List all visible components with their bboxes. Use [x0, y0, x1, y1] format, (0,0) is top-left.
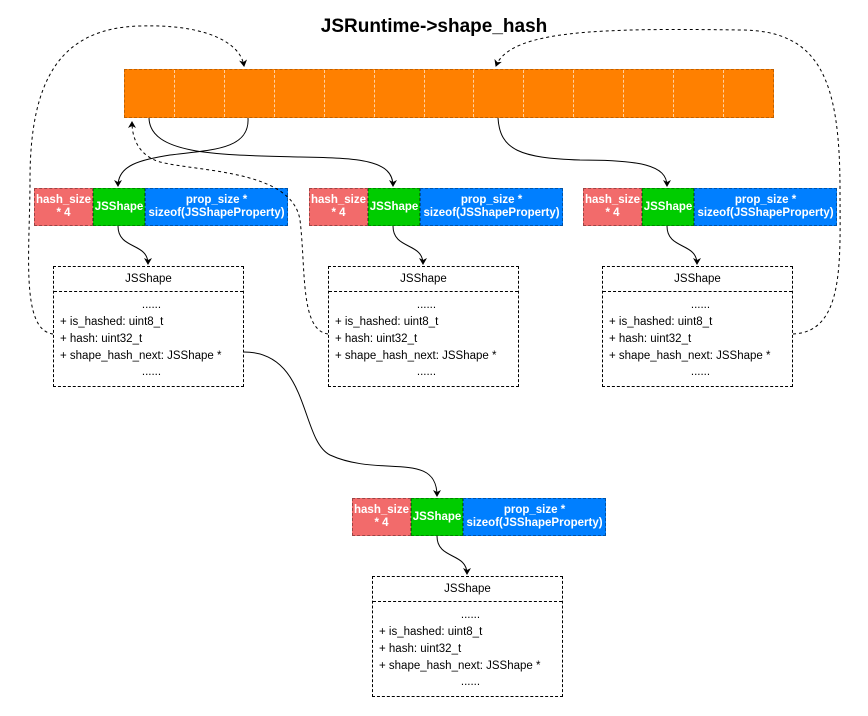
bucket-to-shape1-arrow — [114, 117, 249, 187]
hash-bucket-cell — [174, 70, 225, 117]
ellipsis-top: ...... — [141, 299, 162, 311]
prop-size-segment: prop_size * sizeof(JSShapeProperty) — [420, 188, 563, 226]
jsshape-box-3: JSShape ...... + is_hashed: uint8_t + ha… — [602, 266, 793, 387]
hash-bucket-cell — [724, 70, 773, 117]
header4-to-box4-arrow — [436, 535, 471, 575]
field-shape-hash-next: + shape_hash_next: JSShape * — [609, 350, 771, 362]
hash-bucket-cell — [324, 70, 375, 117]
header3-to-box3-arrow — [666, 225, 701, 265]
shape-header-3: hash_size * 4 JSShape prop_size * sizeof… — [583, 188, 837, 226]
hash-bucket-cell — [374, 70, 425, 117]
hash-bucket-cell — [125, 70, 175, 117]
ellipsis-bottom: ...... — [141, 366, 162, 378]
hash-bucket-cell — [224, 70, 275, 117]
shape-header-1: hash_size * 4 JSShape prop_size * sizeof… — [34, 188, 288, 226]
jsshape-box-title: JSShape — [603, 267, 792, 292]
field-is-hashed: + is_hashed: uint8_t — [335, 316, 439, 328]
prop-size-segment: prop_size * sizeof(JSShapeProperty) — [463, 498, 606, 536]
prop-size-segment: prop_size * sizeof(JSShapeProperty) — [694, 188, 837, 226]
ellipsis-bottom: ...... — [460, 676, 481, 688]
hash-bucket-cell — [424, 70, 475, 117]
hash-bucket-cell — [674, 70, 725, 117]
jsshape-segment: JSShape — [411, 498, 463, 536]
field-is-hashed: + is_hashed: uint8_t — [379, 626, 483, 638]
hash-bucket-array — [124, 69, 774, 118]
jsshape-box-title: JSShape — [54, 267, 243, 292]
field-is-hashed: + is_hashed: uint8_t — [609, 316, 713, 328]
jsshape-box-1: JSShape ...... + is_hashed: uint8_t + ha… — [53, 266, 244, 387]
field-hash: + hash: uint32_t — [609, 333, 692, 345]
ellipsis-top: ...... — [416, 299, 437, 311]
field-hash: + hash: uint32_t — [379, 643, 462, 655]
jsshape-box-2: JSShape ...... + is_hashed: uint8_t + ha… — [328, 266, 519, 387]
ellipsis-bottom: ...... — [416, 366, 437, 378]
ellipsis-bottom: ...... — [690, 366, 711, 378]
diagram-title: JSRuntime->shape_hash — [320, 16, 548, 37]
field-shape-hash-next: + shape_hash_next: JSShape * — [60, 350, 222, 362]
prop-size-segment: prop_size * sizeof(JSShapeProperty) — [145, 188, 288, 226]
field-hash: + hash: uint32_t — [60, 333, 143, 345]
header2-to-box2-arrow — [392, 225, 427, 265]
hash-bucket-cell — [524, 70, 575, 117]
header1-to-box1-arrow — [117, 225, 152, 265]
hash-size-segment: hash_size * 4 — [583, 188, 642, 226]
jsshape-box-title: JSShape — [329, 267, 518, 292]
jsshape-segment: JSShape — [642, 188, 694, 226]
shape-header-4: hash_size * 4 JSShape prop_size * sizeof… — [352, 498, 606, 536]
jsshape-box-title: JSShape — [373, 577, 562, 602]
ellipsis-top: ...... — [460, 609, 481, 621]
jsshape-box-4: JSShape ...... + is_hashed: uint8_t + ha… — [372, 576, 563, 697]
field-hash: + hash: uint32_t — [335, 333, 418, 345]
shape-header-2: hash_size * 4 JSShape prop_size * sizeof… — [309, 188, 563, 226]
jsshape-segment: JSShape — [93, 188, 145, 226]
hash-bucket-cell — [474, 70, 525, 117]
field-is-hashed: + is_hashed: uint8_t — [60, 316, 164, 328]
field-shape-hash-next: + shape_hash_next: JSShape * — [379, 660, 541, 672]
bucket-to-shape2-arrow — [148, 117, 397, 187]
ellipsis-top: ...... — [690, 299, 711, 311]
hash-size-segment: hash_size * 4 — [309, 188, 368, 226]
hash-size-segment: hash_size * 4 — [352, 498, 411, 536]
hash-bucket-cell — [624, 70, 675, 117]
hash-bucket-cell — [574, 70, 625, 117]
hash-size-segment: hash_size * 4 — [34, 188, 93, 226]
bucket-to-shape3-arrow — [497, 117, 671, 187]
field-shape-hash-next: + shape_hash_next: JSShape * — [335, 350, 497, 362]
hash-bucket-cell — [274, 70, 325, 117]
jsshape-segment: JSShape — [368, 188, 420, 226]
